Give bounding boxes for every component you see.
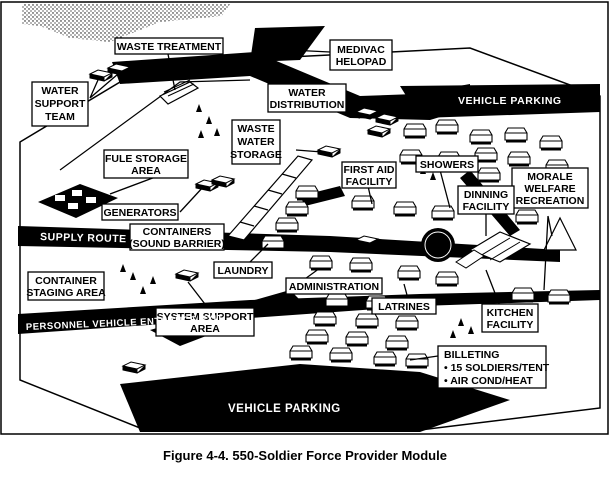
svg-text:AREA: AREA [190, 323, 220, 335]
svg-text:ADMINISTRATION: ADMINISTRATION [289, 281, 379, 293]
svg-text:WELFARE: WELFARE [524, 183, 575, 195]
label-vehicle-parking-bottom: VEHICLE PARKING [228, 403, 341, 415]
svg-text:WATER: WATER [288, 87, 326, 99]
vehicle-parking-bottom [120, 364, 510, 432]
waste-treatment-unit [158, 81, 200, 105]
label-supply-route: SUPPLY ROUTE [40, 231, 127, 245]
svg-text:WATER: WATER [237, 136, 275, 148]
svg-text:WASTE: WASTE [237, 123, 274, 135]
svg-text:DINNING: DINNING [464, 189, 508, 201]
label-first-aid-facility: FIRST AID FACILITY [341, 161, 397, 189]
svg-text:LATRINES: LATRINES [378, 301, 430, 313]
svg-text:CONTAINERS: CONTAINERS [143, 226, 212, 238]
label-morale-welfare-recreation: MORALE WELFARE RECREATION [511, 167, 589, 209]
label-laundry: LAUNDRY [213, 261, 273, 279]
svg-text:AREA: AREA [131, 165, 161, 177]
svg-text:SUPPORT: SUPPORT [35, 98, 86, 110]
svg-text:SYSTEM SUPPORT: SYSTEM SUPPORT [157, 311, 254, 323]
svg-text:KITCHEN: KITCHEN [487, 307, 534, 319]
svg-text:FULE STORAGE: FULE STORAGE [105, 153, 187, 165]
svg-text:SHOWERS: SHOWERS [420, 159, 474, 171]
svg-text:(SOUND BARRIER): (SOUND BARRIER) [129, 238, 225, 250]
label-fule-storage-area: FULE STORAGE AREA [103, 149, 189, 179]
svg-text:MORALE: MORALE [527, 171, 573, 183]
svg-text:FIRST AID: FIRST AID [344, 164, 395, 176]
label-showers: SHOWERS [415, 155, 479, 173]
svg-text:HELOPAD: HELOPAD [336, 56, 387, 68]
label-vehicle-parking-top: VEHICLE PARKING [458, 95, 562, 107]
label-administration: ADMINISTRATION [285, 277, 383, 295]
label-medivac-helopad: MEDIVAC HELOPAD [329, 39, 393, 71]
terrain-area [22, 4, 230, 42]
label-containers-sound-barrier: CONTAINERS (SOUND BARRIER) [129, 223, 225, 251]
svg-text:WASTE TREATMENT: WASTE TREATMENT [117, 41, 222, 53]
svg-text:LAUNDRY: LAUNDRY [218, 265, 269, 277]
svg-text:WATER: WATER [41, 85, 79, 97]
svg-text:STAGING AREA: STAGING AREA [26, 287, 106, 299]
figure-caption: Figure 4-4. 550-Soldier Force Provider M… [163, 448, 447, 463]
svg-text:DISTRIBUTION: DISTRIBUTION [270, 99, 345, 111]
svg-text:RECREATION: RECREATION [516, 195, 585, 207]
svg-text:CONTAINER: CONTAINER [35, 275, 97, 287]
svg-text:• 15 SOLDIERS/TENT: • 15 SOLDIERS/TENT [444, 362, 550, 374]
svg-text:BILLETING: BILLETING [444, 349, 499, 361]
label-waste-treatment: WASTE TREATMENT [114, 37, 224, 55]
sound-barrier-containers [226, 155, 314, 241]
svg-text:• AIR COND/HEAT: • AIR COND/HEAT [444, 375, 533, 387]
svg-text:FACILITY: FACILITY [463, 201, 510, 213]
svg-text:TEAM: TEAM [45, 111, 75, 123]
label-waste-water-storage: WASTE WATER STORAGE [230, 119, 282, 165]
label-system-support-area: SYSTEM SUPPORT AREA [155, 307, 255, 337]
fuel-storage-pad [38, 184, 118, 218]
svg-text:FACILITY: FACILITY [487, 319, 534, 331]
label-billeting: BILLETING • 15 SOLDIERS/TENT • AIR COND/… [437, 345, 550, 389]
label-latrines: LATRINES [371, 297, 437, 315]
label-container-staging-area: CONTAINER STAGING AREA [26, 271, 106, 301]
label-water-distribution: WATER DISTRIBUTION [267, 83, 347, 113]
kitchen-tent [468, 231, 532, 263]
label-water-support-team: WATER SUPPORT TEAM [31, 81, 89, 127]
label-dinning-facility: DINNING FACILITY [457, 185, 515, 215]
label-kitchen-facility: KITCHEN FACILITY [481, 303, 539, 333]
vehicle-parking-road-top [400, 84, 600, 118]
svg-text:FACILITY: FACILITY [346, 176, 393, 188]
svg-text:MEDIVAC: MEDIVAC [337, 44, 385, 56]
svg-text:GENERATORS: GENERATORS [103, 207, 176, 219]
label-generators: GENERATORS [101, 203, 179, 221]
svg-text:STORAGE: STORAGE [230, 149, 282, 161]
helopad-road [250, 26, 325, 62]
